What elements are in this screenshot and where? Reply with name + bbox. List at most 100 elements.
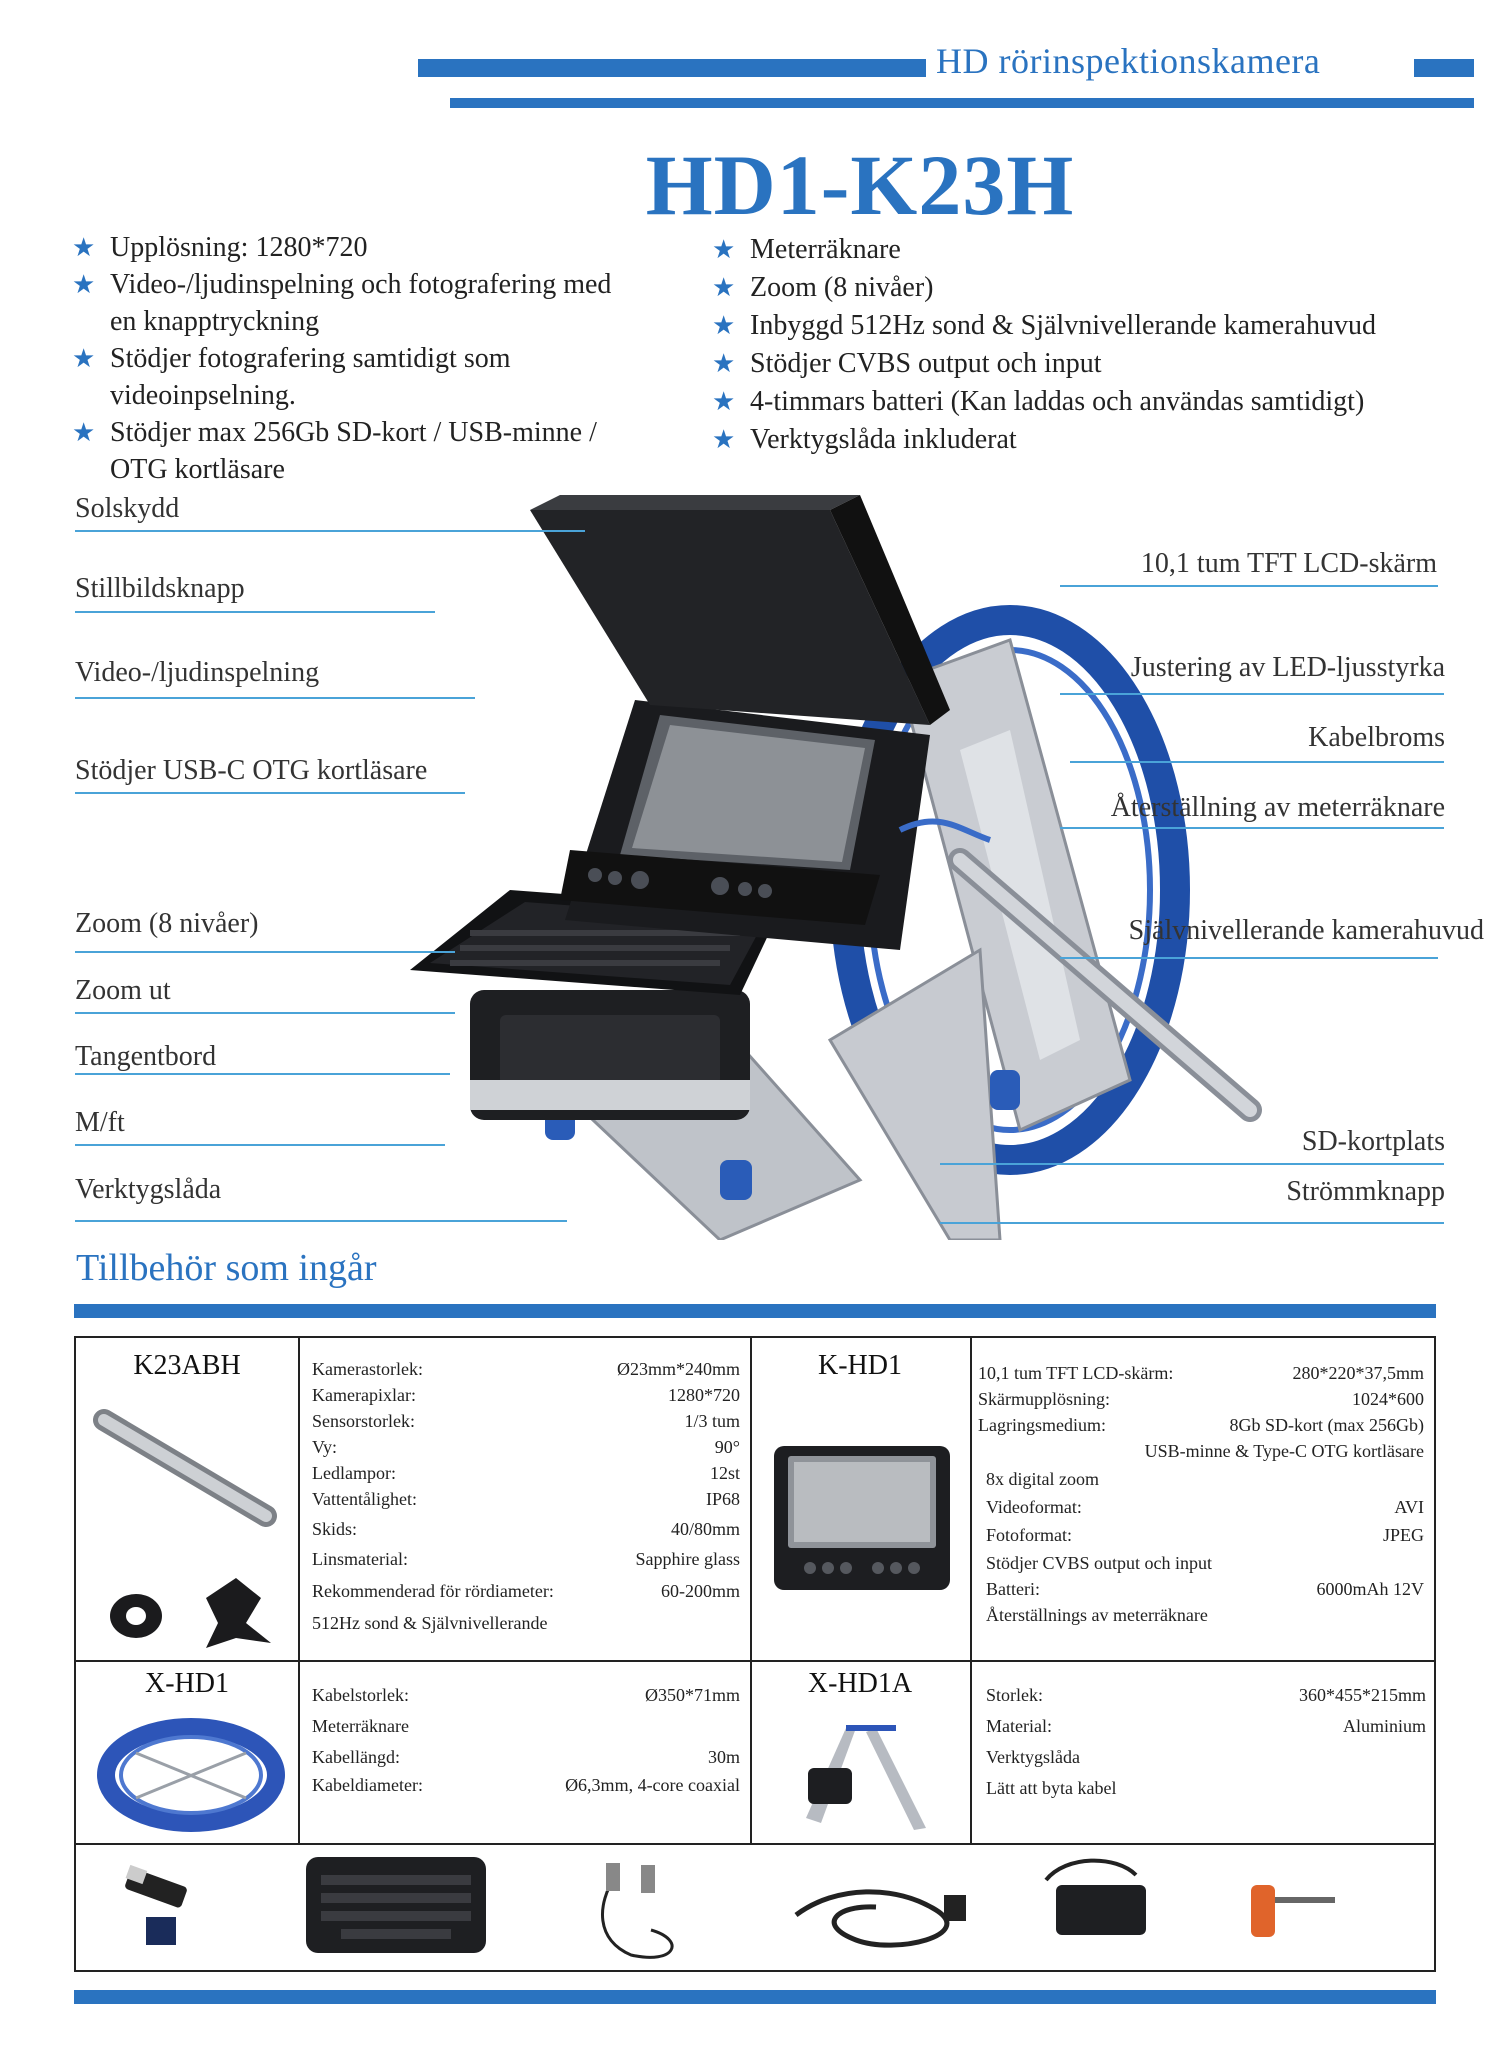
callout-line bbox=[75, 1012, 455, 1014]
spec-row: Skids:40/80mm bbox=[312, 1519, 740, 1539]
star-icon: ★ bbox=[72, 233, 96, 262]
spec-row: Kabelstorlek:Ø350*71mm bbox=[312, 1685, 740, 1705]
spec-row: Vattentålighet:IP68 bbox=[312, 1489, 740, 1509]
callout-line bbox=[75, 611, 435, 613]
spec-row: Ledlampor:12st bbox=[312, 1463, 740, 1483]
footer-bar bbox=[74, 1990, 1436, 2004]
toolbox bbox=[470, 990, 750, 1120]
spec-list-khd1: 10,1 tum TFT LCD-skärm:280*220*37,5mm Sk… bbox=[978, 1360, 1424, 1628]
feature-item: ★Verktygslåda inkluderat bbox=[712, 421, 1472, 458]
accessory-table: K23ABH Kamerastorlek:Ø23mm*240mm Kamerap… bbox=[74, 1336, 1436, 1972]
feature-item: ★Inbyggd 512Hz sond & Självnivellerande … bbox=[712, 307, 1472, 344]
sunshade bbox=[530, 495, 950, 725]
camera-probe bbox=[898, 818, 1262, 1122]
spec-row: Kabeldiameter:Ø6,3mm, 4-core coaxial bbox=[312, 1775, 740, 1795]
accessories-bar bbox=[74, 1304, 1436, 1318]
model-title: HD1-K23H bbox=[645, 137, 1075, 233]
spec-row: Linsmaterial:Sapphire glass bbox=[312, 1549, 740, 1569]
callout-power-button: Strömmknapp bbox=[1286, 1176, 1445, 1207]
feature-list-right: ★Meterräknare ★Zoom (8 nivåer) ★Inbyggd … bbox=[712, 231, 1472, 459]
callout-line bbox=[1070, 761, 1444, 763]
callout-line bbox=[75, 951, 455, 953]
spec-row: Verktygslåda bbox=[986, 1747, 1080, 1767]
spec-row: Rekommenderad för rördiameter:60-200mm bbox=[312, 1581, 740, 1601]
product-name-khd1: K-HD1 bbox=[818, 1350, 902, 1381]
spec-row: Meterräknare bbox=[312, 1716, 409, 1736]
header-subtitle: HD rörinspektionskamera bbox=[936, 41, 1321, 81]
cable-reel-image bbox=[97, 1718, 285, 1832]
keyboard-image bbox=[306, 1857, 486, 1953]
callout-line bbox=[75, 1073, 450, 1075]
monitor bbox=[560, 700, 930, 950]
star-icon: ★ bbox=[712, 425, 736, 454]
feature-item: ★Zoom (8 nivåer) bbox=[712, 269, 1472, 306]
spec-row: Material:Aluminium bbox=[986, 1716, 1426, 1736]
callout-line bbox=[1060, 693, 1444, 695]
spec-list-xhd1a: Storlek:360*455*215mm Material:Aluminium… bbox=[986, 1680, 1426, 1804]
product-name-k23abh: K23ABH bbox=[133, 1350, 241, 1381]
product-name-xhd1a: X-HD1A bbox=[807, 1668, 913, 1699]
feature-item: ★Meterräknare bbox=[712, 231, 1472, 268]
product-illustration bbox=[410, 495, 1262, 1240]
table-divider bbox=[750, 1338, 752, 1843]
spec-row: Sensorstorlek:1/3 tum bbox=[312, 1411, 740, 1431]
spec-list-k23abh: Kamerastorlek:Ø23mm*240mm Kamerapixlar:1… bbox=[312, 1356, 740, 1636]
callout-line bbox=[1060, 585, 1438, 587]
callout-stillbildsknapp: Stillbildsknapp bbox=[75, 573, 245, 604]
spec-reset: Återställnings av meterräknare bbox=[986, 1605, 1208, 1625]
callout-zoom-levels: Zoom (8 nivåer) bbox=[75, 908, 259, 939]
spec-extra: 512Hz sond & Självnivellerande bbox=[312, 1613, 548, 1633]
feature-item: ★Upplösning: 1280*720 bbox=[72, 229, 632, 266]
spec-row: Batteri:6000mAh 12V bbox=[986, 1579, 1424, 1599]
callout-line bbox=[75, 1144, 445, 1146]
spec-row: Kamerastorlek:Ø23mm*240mm bbox=[312, 1359, 740, 1379]
spec-row: Skärmupplösning:1024*600 bbox=[978, 1389, 1424, 1409]
feature-item: ★Video-/ljudinspelning och fotografering… bbox=[72, 266, 632, 340]
feature-list-left: ★Upplösning: 1280*720 ★Video-/ljudinspel… bbox=[72, 229, 632, 488]
camera-head-image bbox=[93, 1409, 277, 1648]
callout-m-ft: M/ft bbox=[75, 1107, 125, 1138]
feature-item: ★Stödjer fotografering samtidigt som vid… bbox=[72, 340, 632, 414]
star-icon: ★ bbox=[712, 235, 736, 264]
accessory-images-row bbox=[125, 1857, 1335, 1959]
star-icon: ★ bbox=[712, 273, 736, 302]
table-divider bbox=[970, 1338, 972, 1843]
earphones-image bbox=[601, 1863, 674, 1959]
spec-row: 10,1 tum TFT LCD-skärm:280*220*37,5mm bbox=[978, 1363, 1424, 1383]
callout-toolbox: Verktygslåda bbox=[75, 1174, 222, 1205]
callout-self-leveling-head: Självnivellerande kamerahuvud bbox=[1128, 915, 1484, 946]
spec-cvbs: Stödjer CVBS output och input bbox=[986, 1553, 1213, 1573]
callout-line bbox=[75, 1220, 567, 1222]
spec-row: Vy:90° bbox=[312, 1437, 740, 1457]
star-icon: ★ bbox=[712, 387, 736, 416]
spec-row: Fotoformat:JPEG bbox=[986, 1525, 1424, 1545]
callout-line bbox=[1060, 827, 1444, 829]
spec-row: Storlek:360*455*215mm bbox=[986, 1685, 1426, 1705]
spec-row: Lätt att byta kabel bbox=[986, 1778, 1117, 1798]
callout-sd-slot: SD-kortplats bbox=[1301, 1126, 1445, 1157]
stand-image bbox=[806, 1725, 926, 1830]
callout-line bbox=[75, 530, 585, 532]
callout-cable-brake: Kabelbroms bbox=[1308, 722, 1445, 753]
star-icon: ★ bbox=[712, 349, 736, 378]
cable-reel bbox=[830, 605, 1190, 1175]
callout-lcd-screen: 10,1 tum TFT LCD-skärm bbox=[1140, 548, 1437, 579]
table-divider bbox=[76, 1843, 1434, 1845]
callout-meter-reset: Återställning av meterräknare bbox=[1110, 792, 1445, 823]
spec-zoom: 8x digital zoom bbox=[986, 1469, 1099, 1489]
star-icon: ★ bbox=[72, 418, 96, 447]
spec-row: Kabellängd:30m bbox=[312, 1747, 740, 1767]
feature-item: ★Stödjer CVBS output och input bbox=[712, 345, 1472, 382]
callout-line bbox=[75, 697, 475, 699]
product-name-xhd1: X-HD1 bbox=[145, 1668, 229, 1699]
callout-usb-c-otg: Stödjer USB-C OTG kortläsare bbox=[75, 755, 428, 786]
hex-key-image bbox=[1251, 1885, 1335, 1937]
monitor-image bbox=[774, 1446, 950, 1590]
star-icon: ★ bbox=[72, 344, 96, 373]
star-icon: ★ bbox=[72, 270, 96, 299]
spec-storage-extra: USB-minne & Type-C OTG kortläsare bbox=[1144, 1441, 1424, 1461]
header-bar-right bbox=[1414, 59, 1474, 77]
header-bar-lower bbox=[450, 98, 1474, 108]
callout-line bbox=[75, 792, 465, 794]
feature-item: ★4-timmars batteri (Kan laddas och använ… bbox=[712, 383, 1472, 420]
